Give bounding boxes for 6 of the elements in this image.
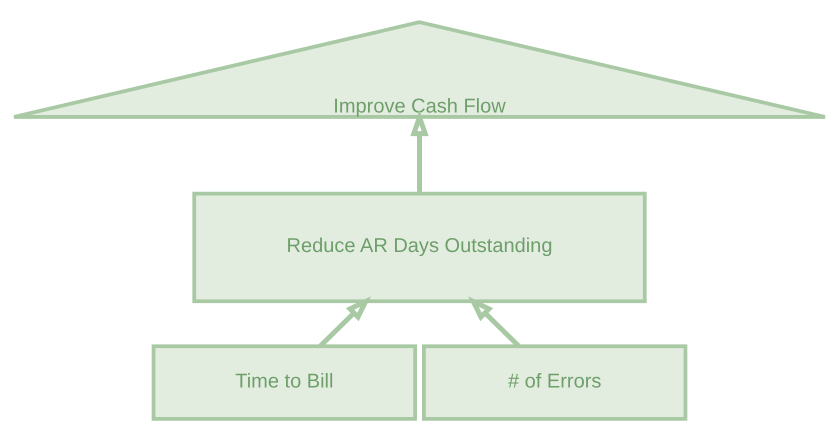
arrow [410, 109, 428, 193]
arrow [467, 296, 520, 348]
node-box: # of Errors [422, 344, 687, 420]
node-box: Time to Bill [151, 344, 416, 420]
arrow [318, 296, 371, 348]
node-box: Reduce AR Days Outstanding [192, 191, 646, 303]
